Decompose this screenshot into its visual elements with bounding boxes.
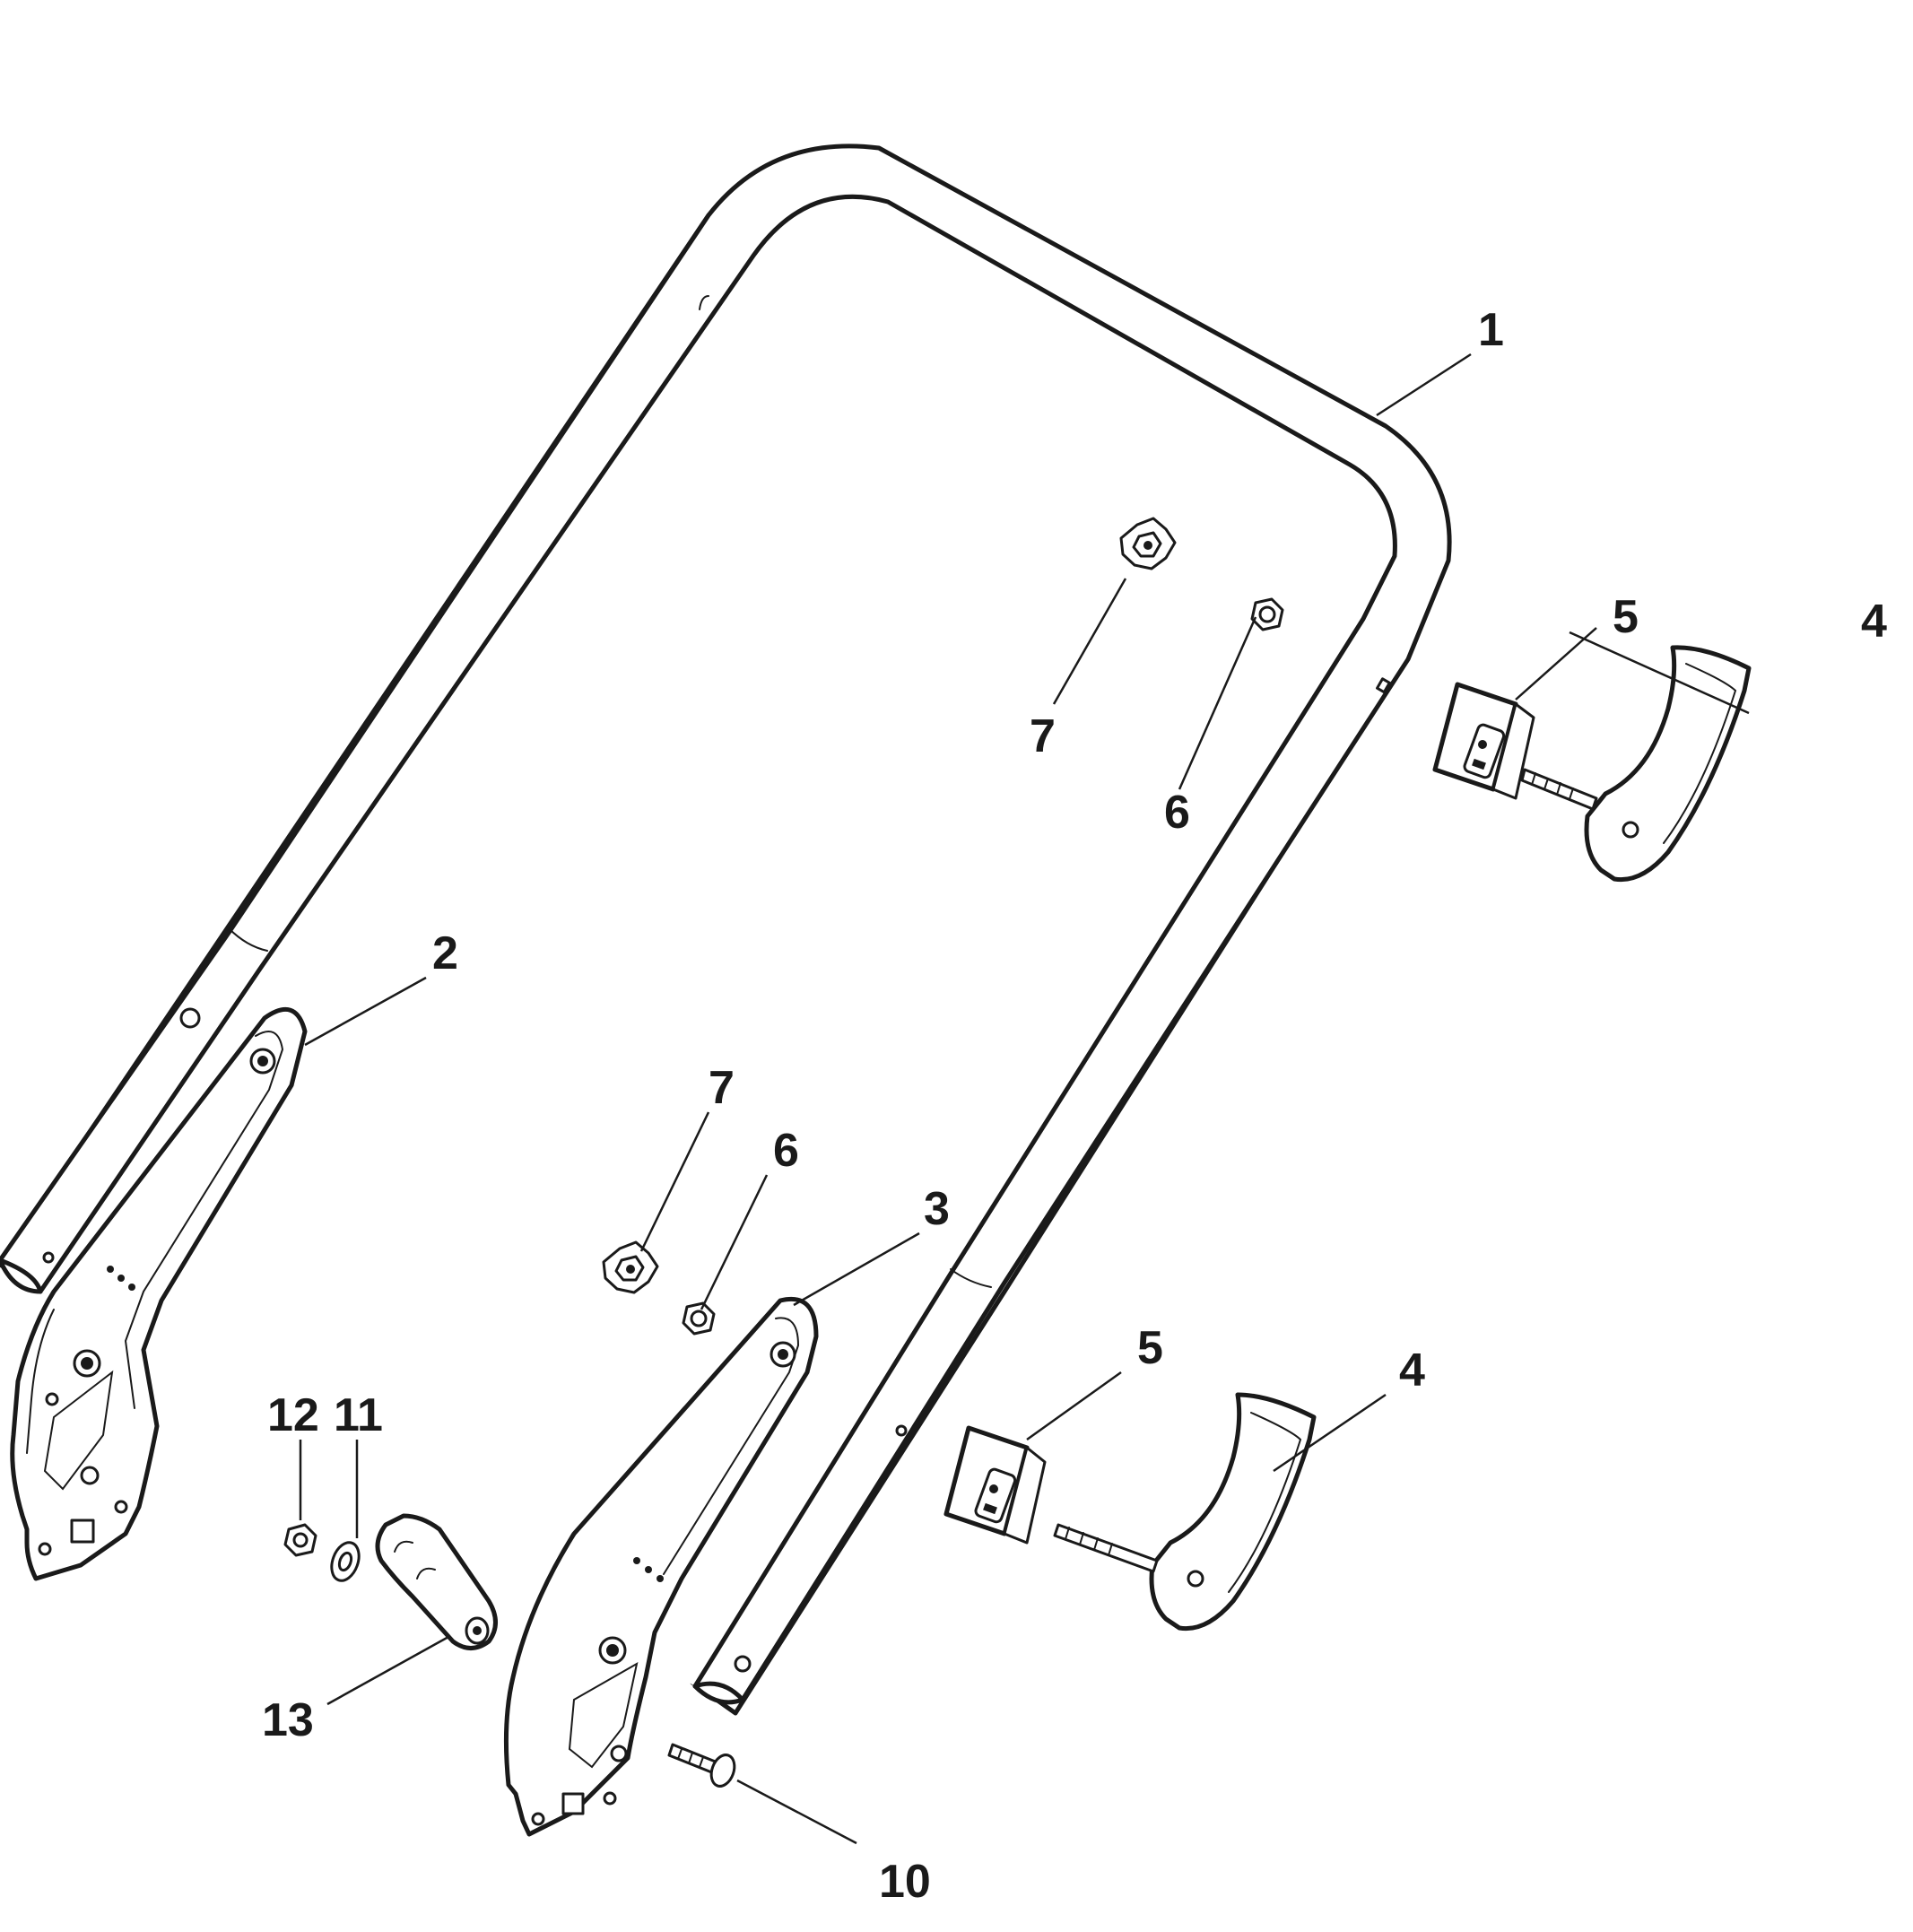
cam-lever-upper xyxy=(1520,645,1752,883)
callout-13: 13 xyxy=(262,1694,314,1746)
callout-4-upper: 4 xyxy=(1861,596,1887,648)
clamp-block-lower xyxy=(943,1425,1047,1545)
hex-nut xyxy=(283,1523,317,1557)
callout-2: 2 xyxy=(432,927,458,979)
screw xyxy=(667,1743,736,1788)
callout-4-lower: 4 xyxy=(1399,1345,1425,1397)
callout-12: 12 xyxy=(267,1389,319,1441)
callout-10: 10 xyxy=(879,1856,931,1908)
flange-nut-lower xyxy=(682,1301,716,1336)
callout-5-upper: 5 xyxy=(1613,591,1639,643)
callouts: 1 2 3 4 4 5 5 6 6 7 7 10 11 12 13 xyxy=(262,304,1887,1908)
upper-handle-tube xyxy=(0,144,1452,1716)
star-knob-upper xyxy=(1119,517,1177,570)
cable-guide xyxy=(375,1513,498,1650)
leader-lines xyxy=(299,352,1750,1845)
washer xyxy=(330,1541,361,1582)
callout-6-upper: 6 xyxy=(1164,787,1190,839)
callout-11: 11 xyxy=(334,1389,383,1441)
callout-3: 3 xyxy=(924,1183,950,1235)
right-lower-bracket xyxy=(503,1297,819,1837)
callout-7-upper: 7 xyxy=(1030,710,1056,762)
callout-5-lower: 5 xyxy=(1137,1322,1163,1374)
flange-nut-upper xyxy=(1250,597,1284,631)
callout-6-lower: 6 xyxy=(773,1125,799,1177)
cam-lever-lower xyxy=(1053,1392,1317,1632)
callout-1: 1 xyxy=(1478,304,1504,356)
star-knob-lower xyxy=(602,1240,659,1294)
left-lower-bracket xyxy=(10,1007,308,1581)
callout-7-lower: 7 xyxy=(709,1062,735,1114)
clamp-block-upper xyxy=(1432,682,1535,800)
